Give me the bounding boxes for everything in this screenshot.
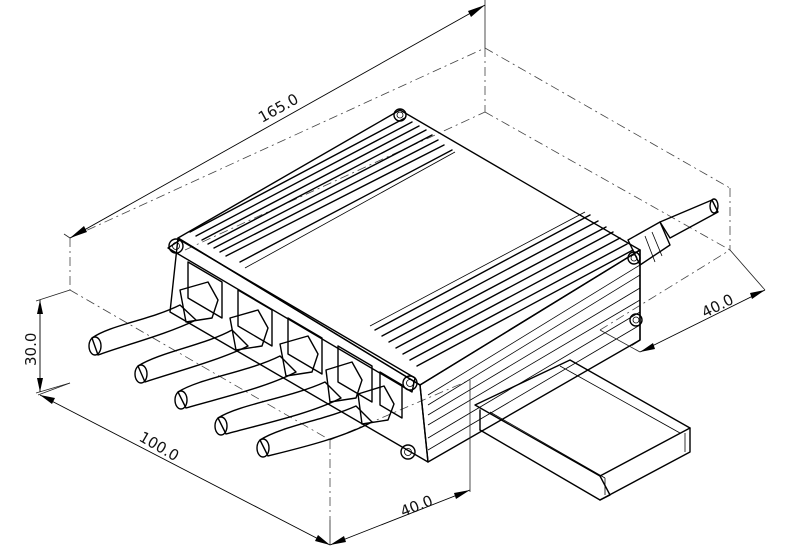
cable-1 xyxy=(88,281,219,356)
dim-height-label: 30.0 xyxy=(22,333,40,366)
dim-depth-label: 100.0 xyxy=(136,428,182,465)
dimension-rail-offset: 40.0 xyxy=(599,249,766,353)
side-fins xyxy=(427,264,641,451)
din-rail xyxy=(474,359,691,501)
ethernet-cables xyxy=(88,281,395,458)
dim-rail-offset-label: 40.0 xyxy=(699,290,737,321)
dim-front-offset-label: 40.0 xyxy=(398,492,436,521)
enclosure-top-face xyxy=(177,109,641,386)
corner-screws xyxy=(168,108,643,460)
enclosure-front-face xyxy=(169,237,429,463)
cable-5 xyxy=(256,385,395,458)
rear-cable-gland xyxy=(627,198,719,266)
top-fins-front xyxy=(374,214,634,367)
cable-4 xyxy=(214,361,363,436)
cable-3 xyxy=(174,335,319,410)
top-fins-back xyxy=(189,117,453,263)
dimension-front-offset: 40.0 xyxy=(329,380,471,546)
dimension-height: 30.0 xyxy=(22,289,71,394)
cable-2 xyxy=(134,309,269,384)
enclosure-body xyxy=(167,108,643,463)
